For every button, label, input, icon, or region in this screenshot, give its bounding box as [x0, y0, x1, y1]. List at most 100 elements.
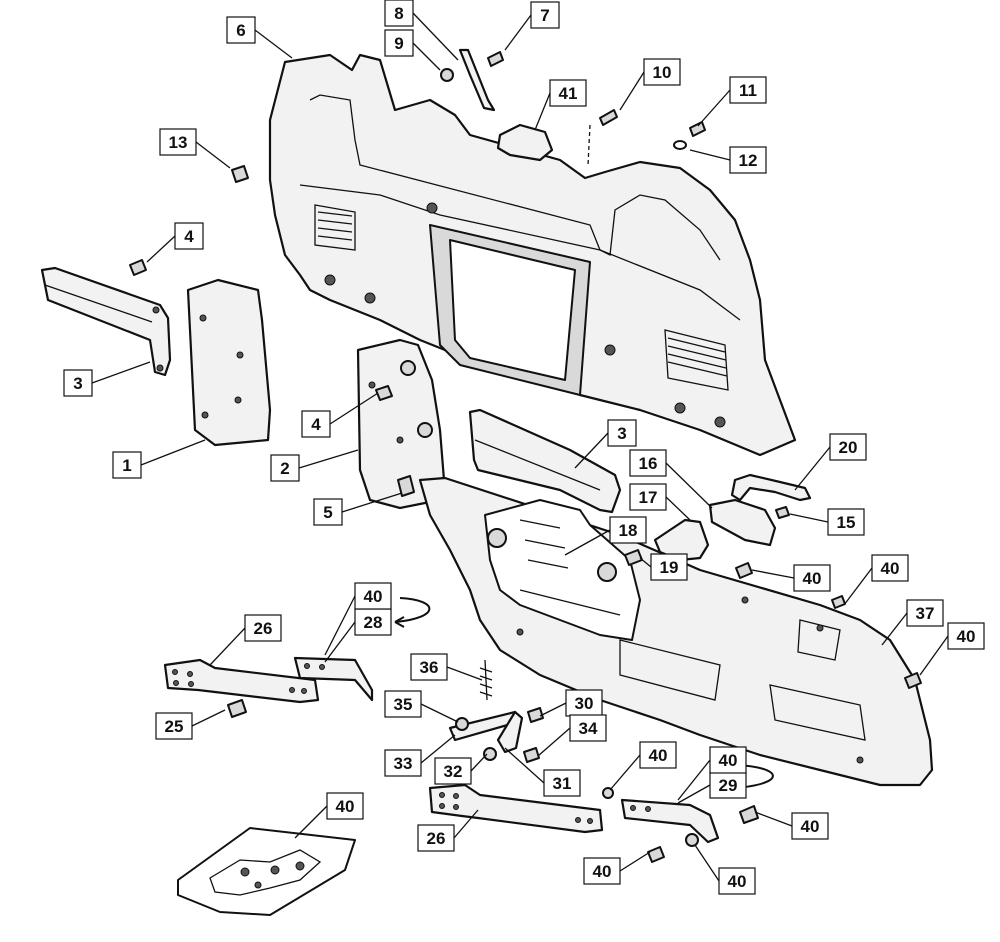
- latch-part: [496, 123, 591, 166]
- callout-label: 3: [73, 374, 82, 393]
- callout-37: 37: [881, 599, 944, 646]
- leader-line: [619, 71, 645, 111]
- callout-label: 6: [236, 21, 245, 40]
- leader-line: [504, 14, 532, 51]
- rear-housing-part: [268, 53, 797, 457]
- callout-box: [159, 128, 197, 156]
- plate-1-part: [186, 278, 272, 447]
- leader-line: [146, 235, 176, 263]
- callout-label: 26: [254, 619, 273, 638]
- callout-40: 40: [694, 844, 756, 895]
- leader-line: [843, 567, 873, 606]
- handle-17-part: [653, 518, 710, 562]
- nut-32-part: [483, 747, 497, 761]
- callout-28: 28: [324, 608, 392, 663]
- leader-line: [412, 12, 459, 61]
- callout-label: 3: [617, 424, 626, 443]
- screw-15-part: [775, 506, 790, 519]
- panel-screws: [735, 562, 922, 689]
- callout-box: [650, 553, 688, 581]
- callout-label: 40: [801, 817, 820, 836]
- callout-40: 40: [583, 851, 651, 885]
- callout-41: 41: [534, 79, 587, 131]
- callout-label: 4: [184, 227, 194, 246]
- callout-7: 7: [504, 1, 560, 51]
- leader-line: [324, 595, 356, 656]
- callout-box: [244, 614, 282, 642]
- callout-40: 40: [751, 564, 831, 592]
- leader-line: [329, 392, 379, 425]
- callout-box: [354, 582, 392, 610]
- callout-box: [871, 554, 909, 582]
- leader-line: [619, 851, 651, 872]
- leader-line: [140, 439, 206, 466]
- callout-label: 40: [803, 569, 822, 588]
- callout-box: [643, 58, 681, 86]
- leader-line: [446, 666, 483, 681]
- callout-1: 1: [112, 439, 206, 479]
- callout-box: [906, 599, 944, 627]
- callout-label: 35: [394, 695, 413, 714]
- hardware-bag-part: [177, 827, 356, 916]
- leader-line: [324, 621, 356, 663]
- leader-line: [574, 432, 609, 469]
- callout-36: 36: [410, 653, 483, 681]
- leader-line: [609, 754, 641, 791]
- callout-label: 33: [394, 754, 413, 773]
- callout-4: 4: [301, 392, 379, 438]
- leader-line: [794, 446, 831, 491]
- callout-label: 40: [364, 587, 383, 606]
- rotate-arrow-upper: [394, 597, 431, 628]
- callout-label: 13: [169, 133, 188, 152]
- leader-line: [694, 844, 720, 882]
- callout-40: 40: [294, 792, 364, 839]
- callout-label: 30: [575, 694, 594, 713]
- callout-29: 29: [677, 771, 747, 804]
- callout-4: 4: [146, 222, 204, 263]
- callout-label: 1: [122, 456, 131, 475]
- callout-box: [384, 0, 414, 27]
- leader-line: [564, 529, 611, 556]
- callout-box: [354, 608, 392, 636]
- callout-15: 15: [789, 508, 865, 536]
- callout-box: [709, 746, 747, 774]
- callout-13: 13: [159, 128, 231, 169]
- callout-label: 10: [653, 63, 672, 82]
- top-hardware: [231, 51, 706, 183]
- rail-left-part: [40, 266, 172, 377]
- callout-3: 3: [63, 361, 151, 397]
- callout-26: 26: [209, 614, 282, 666]
- callout-box: [63, 369, 93, 397]
- callout-label: 40: [728, 872, 747, 891]
- callout-box: [947, 622, 985, 650]
- callout-box: [718, 867, 756, 895]
- callout-label: 7: [540, 6, 549, 25]
- callout-box: [313, 498, 343, 526]
- callout-label: 20: [839, 438, 858, 457]
- callout-18: 18: [564, 516, 647, 556]
- callout-25: 25: [155, 709, 226, 740]
- callout-box: [384, 29, 414, 57]
- screw-25-part: [227, 699, 247, 718]
- callout-box: [709, 771, 747, 799]
- callout-40: 40: [919, 622, 985, 676]
- leader-line: [789, 513, 829, 523]
- callout-17: 17: [629, 483, 691, 521]
- callout-box: [629, 483, 667, 511]
- callout-label: 5: [323, 503, 332, 522]
- callout-box: [155, 712, 193, 740]
- callout-20: 20: [794, 433, 867, 491]
- callout-box: [174, 222, 204, 250]
- callout-6: 6: [226, 16, 293, 59]
- nut-35-part: [455, 717, 469, 731]
- callout-30: 30: [539, 689, 603, 717]
- callout-40: 40: [677, 746, 747, 801]
- leader-line: [534, 92, 551, 131]
- callout-33: 33: [384, 734, 456, 777]
- clip-13-part: [231, 165, 249, 183]
- callout-label: 37: [916, 604, 935, 623]
- callout-label: 16: [639, 454, 658, 473]
- callout-box: [417, 824, 455, 852]
- lower-hardware: [602, 787, 759, 863]
